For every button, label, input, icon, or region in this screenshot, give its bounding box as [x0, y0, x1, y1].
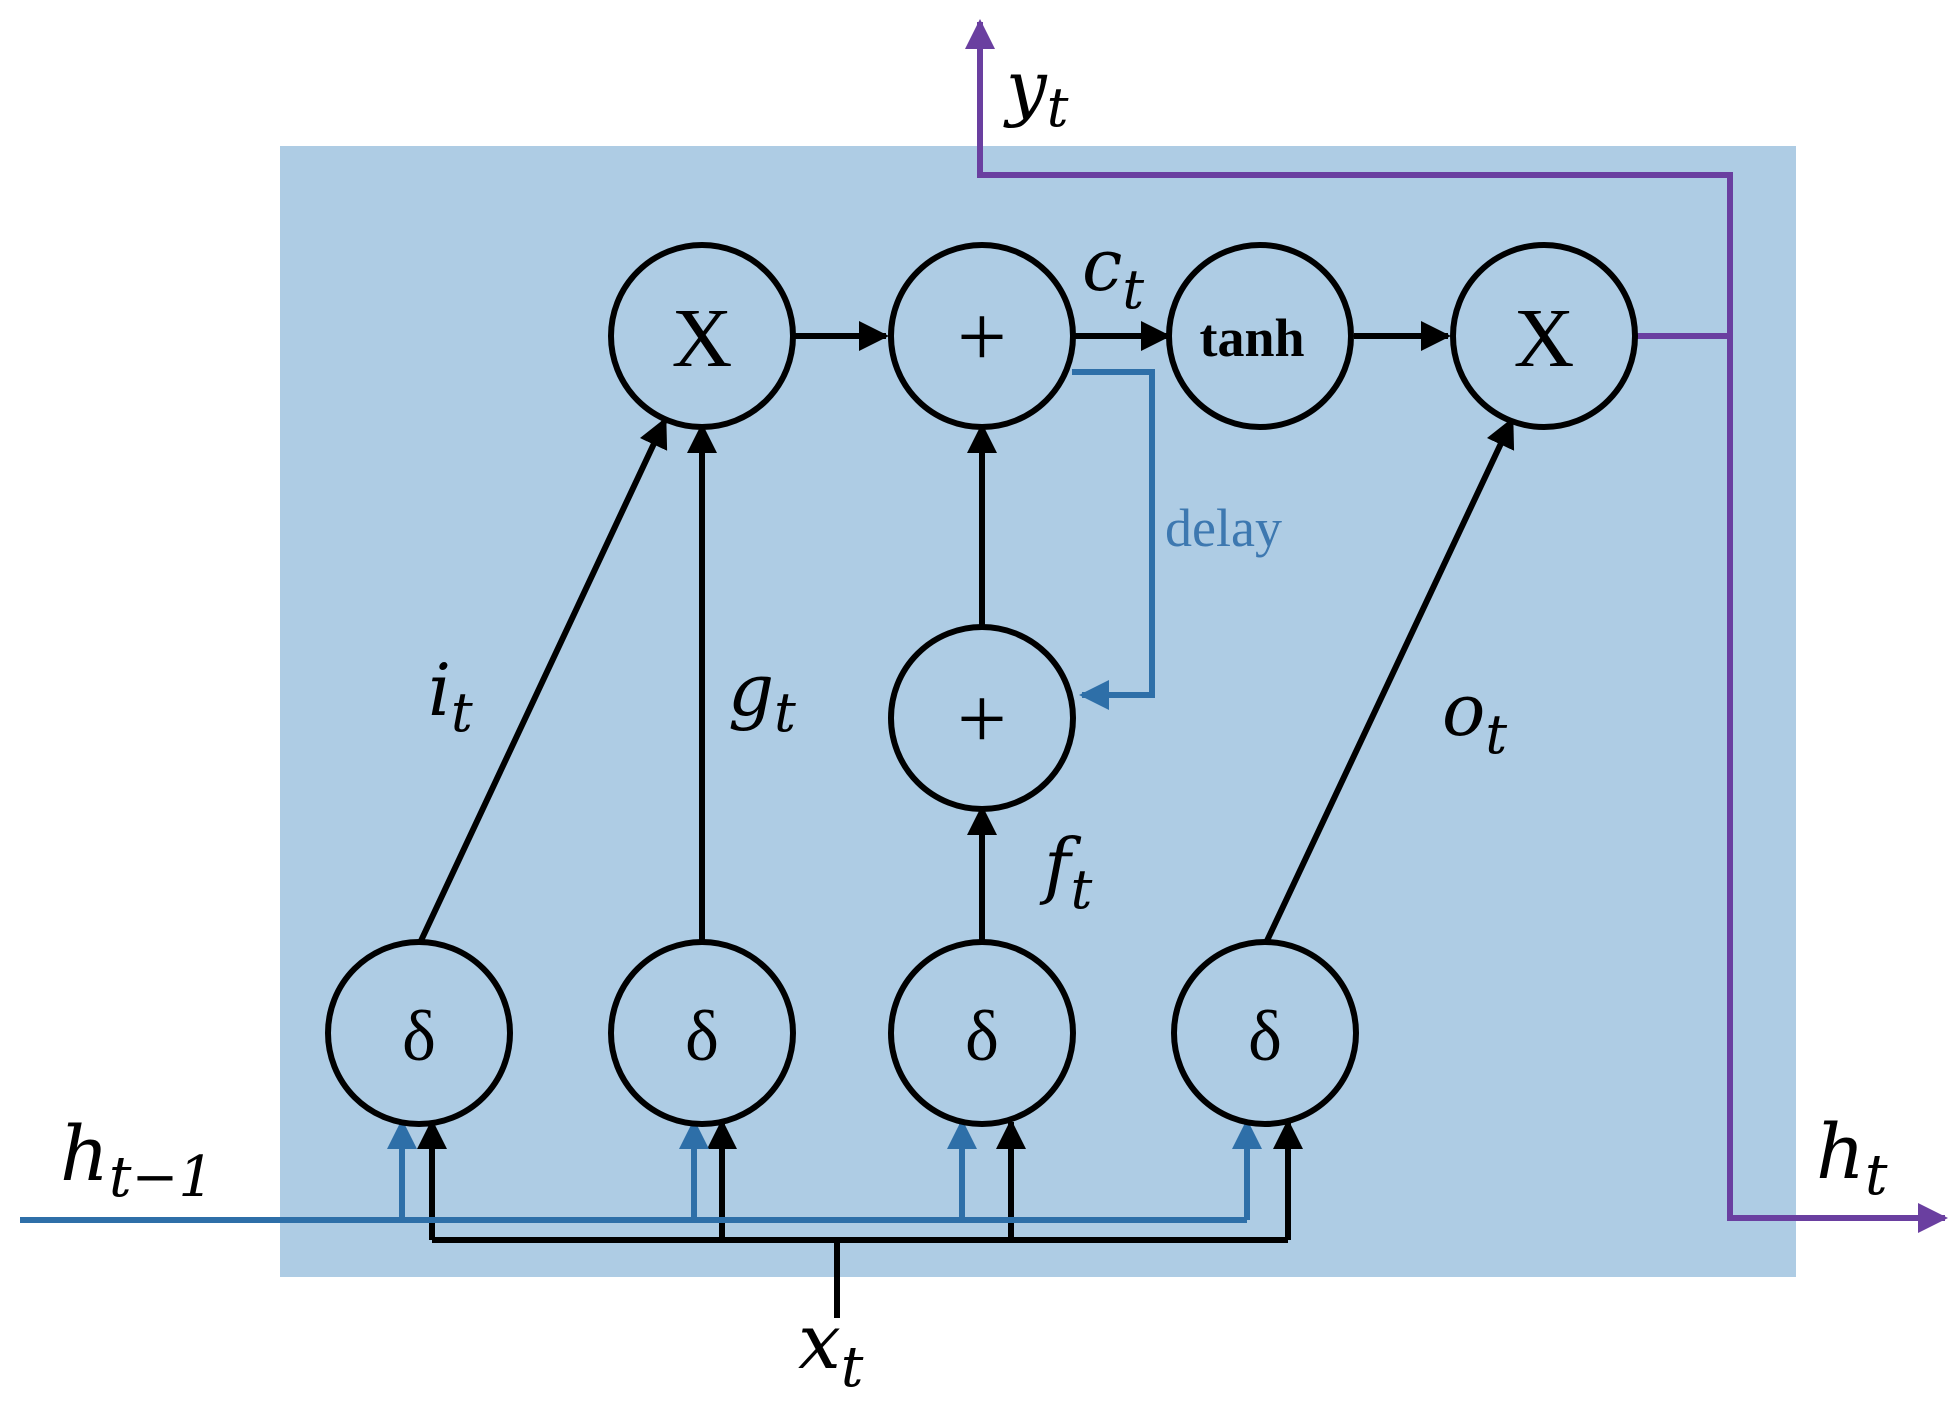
label-gt: gt: [728, 648, 796, 744]
label-ot-base: o: [1442, 668, 1485, 752]
label-yt-base: y: [1003, 45, 1048, 129]
sigma-node-2: [608, 939, 796, 1127]
sigma-node-4: [1171, 939, 1359, 1127]
forget-sum-symbol: +: [957, 671, 1007, 768]
cell-sum-node: [888, 242, 1076, 430]
delay-loop: [1072, 369, 1155, 710]
label-ct: ct: [1082, 223, 1144, 321]
output-multiply-symbol: X: [1514, 292, 1575, 385]
label-ct-base: c: [1082, 223, 1122, 307]
sigma-node-3: [888, 939, 1076, 1127]
label-gt-base: g: [728, 648, 774, 732]
forget-sum-node: [888, 624, 1076, 812]
label-h-prev: ht−1: [60, 1109, 214, 1210]
nodes: [325, 242, 1638, 1127]
input-multiply-node: [608, 242, 796, 430]
label-gt-sub: t: [774, 681, 796, 744]
hidden-state-connections: [20, 369, 1262, 1223]
label-ft-sub: t: [1071, 858, 1093, 921]
sigma-symbol-2: δ: [685, 996, 719, 1076]
label-it-sub: t: [451, 681, 473, 744]
yt-output-line: [965, 19, 1733, 336]
sigma-symbol-4: δ: [1248, 996, 1282, 1076]
ot-line: [1262, 417, 1515, 947]
label-it: it: [428, 648, 473, 744]
tanh-node: [1166, 242, 1354, 430]
label-ht: ht: [1816, 1107, 1888, 1208]
sigma-node-1: [325, 939, 513, 1127]
label-yt: yt: [1003, 45, 1069, 139]
tanh-symbol: tanh: [1199, 308, 1304, 368]
cell-sum-symbol: +: [957, 289, 1007, 386]
label-xt-sub: t: [841, 1335, 864, 1400]
input-multiply-symbol: X: [672, 292, 733, 385]
it-line: [416, 417, 668, 947]
ht-output-line: [1727, 336, 1948, 1233]
sigma-symbol-1: δ: [402, 996, 436, 1076]
label-xt-base: x: [798, 1297, 841, 1386]
label-ht-sub: t: [1865, 1143, 1888, 1208]
label-ft: ft: [1039, 823, 1093, 921]
label-it-base: i: [428, 648, 451, 732]
delay-label: delay: [1165, 498, 1282, 558]
label-ht-base: h: [1816, 1107, 1865, 1196]
label-h-prev-base: h: [60, 1109, 109, 1198]
label-xt: xt: [798, 1297, 864, 1400]
label-ot: ot: [1442, 668, 1507, 766]
output-multiply-node: [1450, 242, 1638, 430]
output-connections: [965, 19, 1948, 1233]
label-yt-sub: t: [1047, 76, 1069, 139]
label-ct-sub: t: [1122, 258, 1144, 321]
label-ot-sub: t: [1485, 703, 1507, 766]
label-h-prev-sub: t−1: [109, 1145, 214, 1210]
sigma-symbol-3: δ: [965, 996, 999, 1076]
